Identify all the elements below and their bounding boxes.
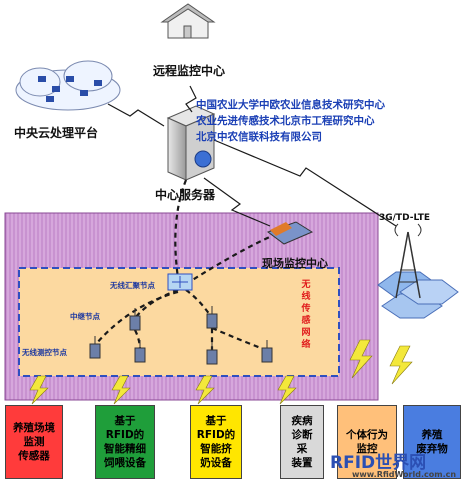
wireless-network-label: 无线传感网络 — [301, 280, 311, 350]
relay-node-icon — [129, 308, 141, 331]
device-label: 养殖场境 监测 传感器 — [13, 422, 55, 462]
device-box: 疾病 诊断 采 装置 — [280, 405, 324, 479]
remote-monitor-label: 远程监控中心 — [153, 64, 226, 78]
device-box: 基于 RFID的 智能精细 饲喂设备 — [95, 405, 155, 479]
watermark-url: www.RfidWorld.com.cn — [352, 470, 457, 479]
site-monitor-label: 现场监控中心 — [262, 257, 328, 270]
network-links — [95, 179, 273, 352]
server-icon — [166, 105, 216, 181]
link-house-server — [185, 85, 197, 113]
device-label: 个体行为 监控 — [346, 429, 388, 455]
org-line-1: 中国农业大学中欧农业信息技术研究中心 — [196, 99, 385, 111]
link-server-tower — [213, 139, 397, 227]
server-label: 中心服务器 — [155, 188, 216, 202]
sink-node-label: 无线汇聚节点 — [110, 281, 155, 290]
relay-node-label: 中继节点 — [70, 312, 100, 321]
sensor-node-icon — [89, 336, 101, 359]
link-server-site — [203, 177, 271, 227]
cloud-icon — [15, 60, 121, 111]
org-line-2: 农业先进传感技术北京市工程研究中心 — [196, 115, 375, 127]
wireless-bolts — [29, 339, 413, 405]
network-3g-label: 3G/TD-LTE — [379, 213, 430, 223]
house-icon — [160, 3, 216, 39]
sensor-node-icon — [134, 340, 146, 363]
sensor-node-label: 无线测控节点 — [22, 348, 67, 357]
watermark-brand: RFID世界网 — [330, 453, 427, 473]
laptop-icon — [266, 221, 314, 245]
device-box: 养殖 废弃物 — [403, 405, 461, 479]
device-box: 个体行为 监控 — [337, 405, 397, 479]
link-cloud-server — [107, 103, 165, 127]
device-label: 疾病 诊断 采 装置 — [291, 415, 313, 469]
sensor-node-icon — [261, 340, 273, 363]
sensor-node-icon — [206, 342, 218, 365]
relay-node-icon — [206, 306, 218, 329]
device-box: 基于 RFID的 智能挤 奶设备 — [190, 405, 242, 479]
cloud-platform-label: 中央云处理平台 — [14, 126, 99, 140]
cell-tower-icon — [377, 223, 459, 319]
org-line-3: 北京中农信联科技有限公司 — [196, 131, 322, 143]
device-label: 基于 RFID的 智能挤 奶设备 — [196, 415, 236, 469]
sink-node-icon — [167, 273, 193, 291]
device-label: 基于 RFID的 智能精细 饲喂设备 — [104, 415, 146, 469]
device-label: 养殖 废弃物 — [416, 429, 448, 455]
device-box: 养殖场境 监测 传感器 — [5, 405, 63, 479]
